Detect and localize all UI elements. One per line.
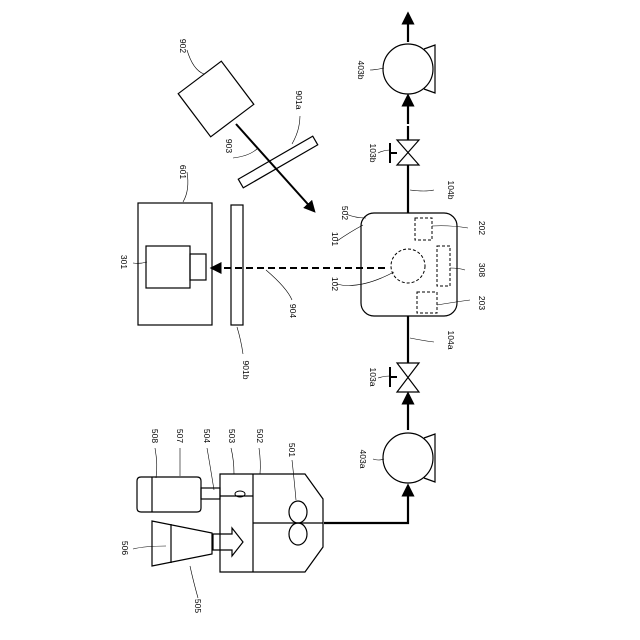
component-203: [417, 292, 437, 313]
hopper-505: [152, 521, 212, 566]
label-104b: 104b: [446, 181, 456, 200]
label-506: 506: [120, 541, 130, 555]
label-104a: 104a: [446, 331, 456, 350]
label-102: 102: [330, 277, 340, 291]
chamber-101: [361, 213, 457, 316]
label-507: 507: [175, 429, 185, 443]
label-904: 904: [288, 304, 298, 318]
mixer-501-blade-a: [289, 501, 307, 523]
pump-403a: [383, 433, 433, 483]
label-403a: 403a: [358, 450, 368, 469]
label-103b: 103b: [368, 144, 378, 163]
label-403b: 403b: [356, 61, 366, 80]
leader-lines: [133, 50, 470, 598]
label-301: 301: [119, 255, 129, 269]
label-103a: 103a: [368, 368, 378, 387]
device-902: [178, 61, 254, 137]
filter-901a: [238, 136, 317, 188]
component-202: [415, 218, 432, 240]
label-203: 203: [477, 296, 487, 310]
label-503: 503: [227, 429, 237, 443]
object-102: [391, 249, 425, 283]
container-507: [137, 477, 201, 512]
camera-301-body: [146, 246, 190, 288]
label-901a: 901a: [294, 91, 304, 110]
valve-103a: [397, 363, 419, 392]
beam-903: [236, 124, 314, 211]
label-202: 202: [477, 221, 487, 235]
label-501: 501: [287, 443, 297, 457]
label-502-bottom: 502: [255, 429, 265, 443]
pipe-supply: [324, 486, 408, 523]
pump-403b: [383, 44, 433, 94]
housing-601: [138, 203, 212, 325]
label-901b: 901b: [241, 361, 251, 380]
label-902: 902: [178, 39, 188, 53]
label-903: 903: [224, 139, 234, 153]
label-502-top: 502: [340, 206, 350, 220]
label-505: 505: [193, 599, 203, 613]
camera-301-lens: [190, 254, 206, 280]
label-308: 308: [477, 263, 487, 277]
mixer-501-blade-b: [289, 523, 307, 545]
component-308: [437, 246, 450, 286]
inlet-arrow: [213, 528, 243, 556]
pipe-508-to-tank: [201, 488, 220, 499]
filter-901b: [231, 205, 243, 325]
label-101: 101: [330, 232, 340, 246]
valve-103b: [397, 140, 419, 165]
label-504: 504: [202, 429, 212, 443]
label-508: 508: [150, 429, 160, 443]
label-601: 601: [178, 165, 188, 179]
